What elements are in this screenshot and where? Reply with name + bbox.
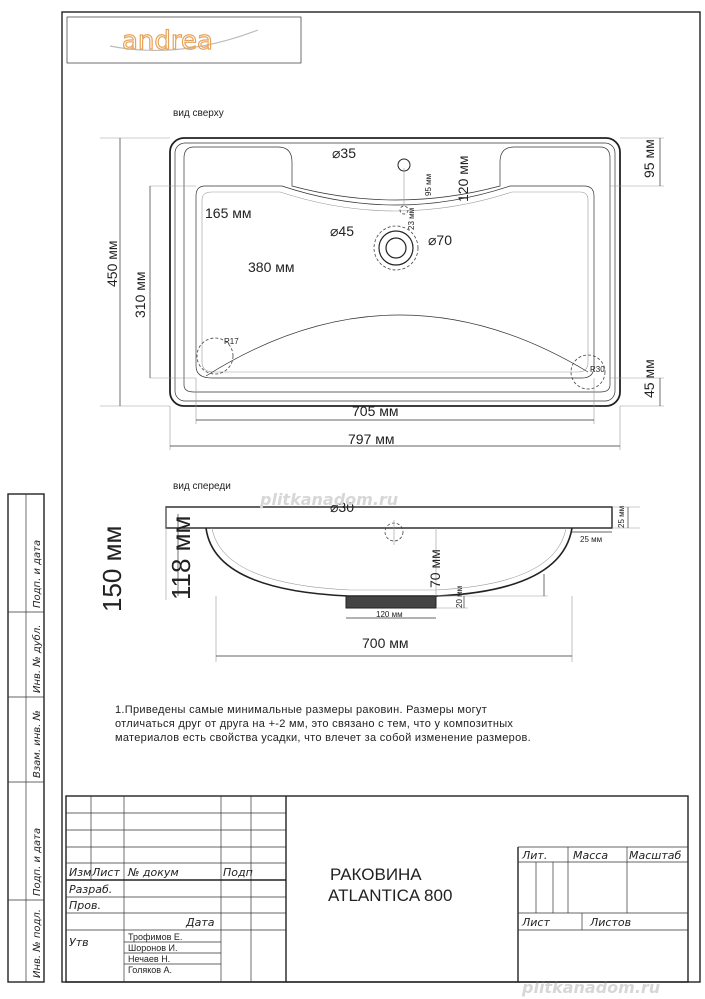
front-plinth xyxy=(345,595,437,609)
watermark-bottom: plitkanadom.ru xyxy=(521,978,660,997)
dim-120-label: 120 мм xyxy=(455,156,471,203)
top-outer-contour xyxy=(169,137,621,407)
row-utv: Утв xyxy=(69,936,89,949)
list-label: Лист xyxy=(521,916,550,929)
dim-797-label: 797 мм xyxy=(348,431,395,447)
radius-right-circle xyxy=(570,354,606,390)
stamp-podp-data-2: Подп. и дата xyxy=(32,828,43,896)
drain-inner-circle xyxy=(385,237,407,259)
dim-20-label: 20 мм xyxy=(455,586,464,608)
note-line-3: материалов есть свойства усадки, что вле… xyxy=(115,732,532,744)
note-line-2: отличаться друг от друга на +-2 мм, это … xyxy=(115,718,514,730)
product-title-line1: РАКОВИНА xyxy=(330,865,422,884)
name-2: Шоронов И. xyxy=(128,943,178,953)
listov-label: Листов xyxy=(589,916,631,929)
front-view-label: вид спереди xyxy=(173,481,231,492)
dim-380-label: 380 мм xyxy=(248,259,295,275)
name-3: Нечаев Н. xyxy=(128,954,170,964)
top-view-label: вид сверху xyxy=(173,108,224,119)
hdr-izm: Изм xyxy=(69,866,91,879)
top-basin-contour xyxy=(195,185,595,379)
drain-outer-circle xyxy=(373,225,419,271)
logo-text: andrea xyxy=(122,26,213,56)
row-razrab: Разраб. xyxy=(69,883,112,896)
product-title-line2: ATLANTICA 800 xyxy=(328,886,452,905)
top-basin-inner-line xyxy=(201,191,589,373)
radius-right-label: R30 xyxy=(590,365,605,374)
front-drain-label: ⌀30 xyxy=(330,499,354,515)
dim-95-label: 95 мм xyxy=(641,139,657,178)
dim-165-label: 165 мм xyxy=(205,205,252,221)
top-outer-inner-line xyxy=(174,142,616,402)
top-basin-slope xyxy=(205,314,589,377)
note-line-1: 1.Приведены самые минимальные размеры ра… xyxy=(115,704,488,716)
row-prov: Пров. xyxy=(69,899,101,912)
dim-45-label: 45 мм xyxy=(641,359,657,398)
top-rim-contour xyxy=(183,146,611,393)
hdr-data: Дата xyxy=(185,916,215,929)
side-stamp: Подп. и дата Инв. № дубл. Взам. инв. № П… xyxy=(7,493,45,983)
title-block: Изм Лист № докум Подп Разраб. Пров. Дата… xyxy=(65,795,689,983)
stamp-inv-podl: Инв. № подл. xyxy=(32,909,43,978)
top-view: R17 R30 ⌀35 ⌀45 ⌀70 165 мм 380 мм 95 мм … xyxy=(100,137,664,450)
radius-left-label: R17 xyxy=(224,337,239,346)
massa-label: Масса xyxy=(573,849,608,862)
dim-310-label: 310 мм xyxy=(132,272,148,319)
radius-left-circle xyxy=(196,337,234,375)
hdr-ndokum: № докум xyxy=(127,866,179,879)
masshtab-label: Масштаб xyxy=(629,849,681,862)
logo: andrea xyxy=(66,16,302,64)
front-view: ⌀30 150 мм 118 мм 70 мм 20 мм 120 мм 700… xyxy=(97,499,640,662)
drain-outer-label: ⌀70 xyxy=(428,232,452,248)
dim-450-label: 450 мм xyxy=(104,241,120,288)
dim-25-rim-label: 25 мм xyxy=(617,506,626,528)
front-bowl xyxy=(205,527,573,597)
drain-inner-label: ⌀45 xyxy=(330,223,354,239)
dim-small-95-label: 95 мм xyxy=(424,174,433,196)
dim-small-23-label: 23 мм xyxy=(407,208,416,230)
dim-120-plinth-label: 120 мм xyxy=(376,610,403,619)
lit-label: Лит. xyxy=(521,849,547,862)
stamp-vzam-inv: Взам. инв. № xyxy=(32,710,43,778)
name-1: Трофимов Е. xyxy=(128,932,182,942)
stamp-podp-data-1: Подп. и дата xyxy=(32,540,43,608)
dim-150-label: 150 мм xyxy=(97,526,127,612)
dim-118-label: 118 мм xyxy=(166,516,196,600)
dim-705-label: 705 мм xyxy=(352,403,399,419)
notes-block: 1.Приведены самые минимальные размеры ра… xyxy=(115,703,675,745)
tap-hole-label: ⌀35 xyxy=(332,145,356,161)
watermark-top: plitkanadom.ru xyxy=(259,490,398,509)
dim-700-label: 700 мм xyxy=(362,635,409,651)
dim-25-overhang-label: 25 мм xyxy=(580,535,602,544)
drain-middle-circle xyxy=(378,230,414,266)
name-4: Голяков А. xyxy=(128,965,172,975)
overflow-hole xyxy=(399,205,409,215)
front-bowl-inner xyxy=(211,527,567,591)
dim-70-label: 70 мм xyxy=(427,549,443,588)
stamp-inv-dubl: Инв. № дубл. xyxy=(31,625,43,693)
hdr-podp: Подп xyxy=(223,866,253,879)
hdr-list: Лист xyxy=(91,866,120,879)
